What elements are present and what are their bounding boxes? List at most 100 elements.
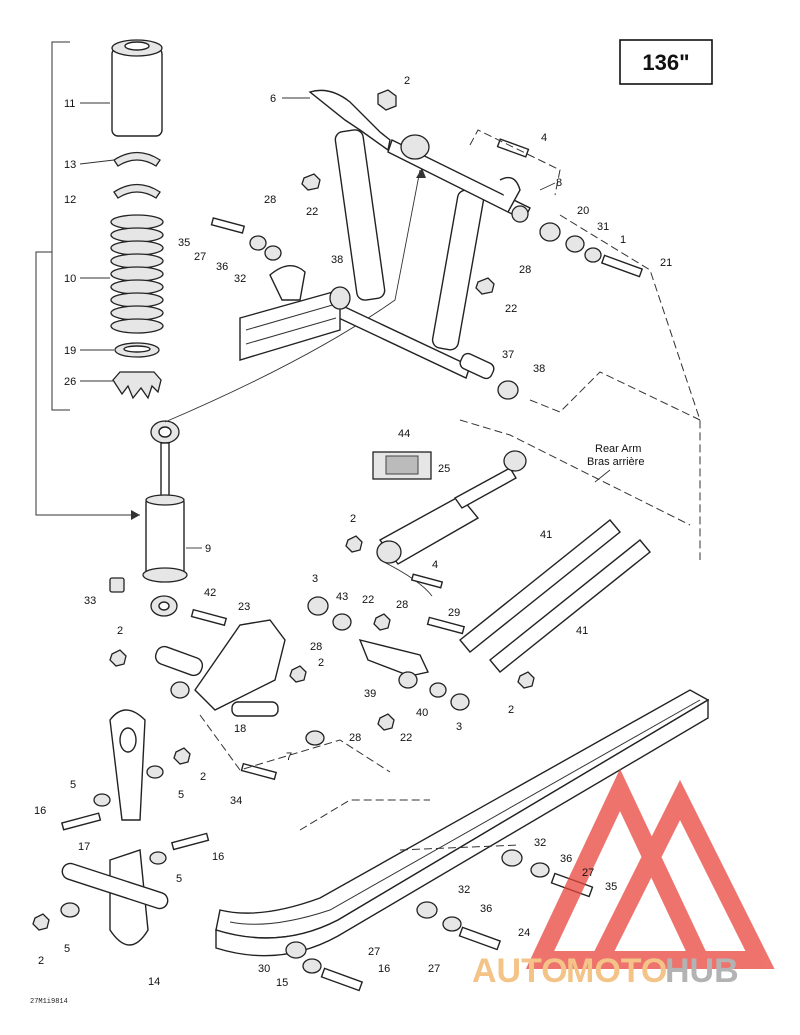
- callout-28-d: 28: [349, 732, 361, 744]
- rear-arm-label-en: Rear Arm: [595, 443, 641, 455]
- callout-41-a: 41: [540, 529, 552, 541]
- callout-2-top: 2: [404, 75, 410, 87]
- shock-mount-part: [109, 608, 391, 781]
- callout-38-a: 38: [331, 254, 343, 266]
- callout-37: 37: [502, 349, 514, 361]
- bushing-33-part: [109, 577, 125, 593]
- callout-2-a: 2: [117, 625, 123, 637]
- callout-9: 9: [205, 543, 211, 555]
- callout-20: 20: [577, 205, 589, 217]
- callout-4-mid: 4: [432, 559, 438, 571]
- callout-30: 30: [258, 963, 270, 975]
- spring-bracket: [35, 41, 140, 520]
- callout-10: 10: [64, 273, 76, 285]
- callout-38-b: 38: [533, 363, 545, 375]
- rear-shock-part: [372, 450, 527, 597]
- callout-28-c: 28: [396, 599, 408, 611]
- callout-41-b: 41: [576, 625, 588, 637]
- pivot-arm-part: [307, 535, 535, 731]
- callout-36-a: 36: [560, 853, 572, 865]
- callout-29: 29: [448, 607, 460, 619]
- callout-4-top: 4: [541, 132, 547, 144]
- callout-22-mid: 22: [505, 303, 517, 315]
- callout-40: 40: [416, 707, 428, 719]
- callout-19: 19: [64, 345, 76, 357]
- callout-16-b: 16: [212, 851, 224, 863]
- callout-44: 44: [398, 428, 410, 440]
- callout-39: 39: [364, 688, 376, 700]
- model-box: 136": [619, 39, 713, 85]
- callout-5-d: 5: [64, 943, 70, 955]
- callout-35-b: 35: [605, 881, 617, 893]
- callout-5-b: 5: [178, 789, 184, 801]
- callout-25: 25: [438, 463, 450, 475]
- callout-5-a: 5: [70, 779, 76, 791]
- model-label: 136": [642, 50, 689, 75]
- automotohub-watermark: AUTO MOTO HUB: [472, 768, 775, 990]
- callout-27-top: 27: [194, 251, 206, 263]
- callout-7: 7: [286, 751, 292, 763]
- callout-28-top: 28: [264, 194, 276, 206]
- callout-31: 31: [597, 221, 609, 233]
- callout-35-top: 35: [178, 237, 190, 249]
- watermark-moto: MOTO: [566, 952, 667, 990]
- rear-arm-label: Rear Arm Bras arrière: [587, 443, 644, 483]
- callout-2-b: 2: [318, 657, 324, 669]
- watermark-auto: AUTO: [472, 952, 568, 990]
- front-arm-hardware: [210, 89, 644, 400]
- callout-12: 12: [64, 194, 76, 206]
- callout-22-c: 22: [362, 594, 374, 606]
- drawing-code: 27M1i9814: [30, 998, 68, 1006]
- callout-3-b: 3: [456, 721, 462, 733]
- callout-26: 26: [64, 376, 76, 388]
- callout-32-a: 32: [534, 837, 546, 849]
- front-arm-part: [308, 89, 531, 380]
- callout-24: 24: [518, 927, 530, 939]
- slide-rail-part: [215, 689, 710, 957]
- callout-42: 42: [204, 587, 216, 599]
- callout-6: 6: [270, 93, 276, 105]
- rail-section-top: [239, 265, 341, 361]
- callout-43: 43: [336, 591, 348, 603]
- callout-27-b: 27: [428, 963, 440, 975]
- callout-32-b: 32: [458, 884, 470, 896]
- callout-28-a: 28: [310, 641, 322, 653]
- callout-32-top: 32: [234, 273, 246, 285]
- callout-36-b: 36: [480, 903, 492, 915]
- callouts: 11 13 12 10 19 26 9 33 42 23 2 2 28 18 7…: [34, 75, 672, 989]
- callout-17: 17: [78, 841, 90, 853]
- callout-11: 11: [64, 98, 75, 110]
- callout-2-right: 2: [508, 704, 514, 716]
- callout-16-c: 16: [378, 963, 390, 975]
- callout-27-a: 27: [582, 867, 594, 879]
- callout-15: 15: [276, 977, 288, 989]
- callout-22-d: 22: [400, 732, 412, 744]
- callout-14: 14: [148, 976, 160, 988]
- coil-spring-part: [110, 214, 164, 334]
- rear-arm-label-fr: Bras arrière: [587, 456, 644, 468]
- callout-27-c: 27: [368, 946, 380, 958]
- watermark-hub: HUB: [665, 952, 739, 990]
- callout-33: 33: [84, 595, 96, 607]
- callout-5-c: 5: [176, 873, 182, 885]
- callout-36-top: 36: [216, 261, 228, 273]
- callout-16-a: 16: [34, 805, 46, 817]
- callout-22-top: 22: [306, 206, 318, 218]
- spring-retainer-parts: [113, 151, 161, 199]
- callout-8: 8: [556, 177, 562, 189]
- callout-2-mid: 2: [350, 513, 356, 525]
- callout-13: 13: [64, 159, 76, 171]
- stopper-bracket-parts: [32, 709, 210, 946]
- callout-3-a: 3: [312, 573, 318, 585]
- callout-2-l1: 2: [200, 771, 206, 783]
- callout-28-mid: 28: [519, 264, 531, 276]
- callout-34: 34: [230, 795, 242, 807]
- shock-absorber-part: [142, 168, 426, 617]
- callout-1: 1: [620, 234, 626, 246]
- spring-seat-parts: [112, 342, 162, 400]
- rear-arm-links: [459, 419, 691, 673]
- callout-23: 23: [238, 601, 250, 613]
- frame-outline: [469, 129, 701, 560]
- callout-21: 21: [660, 257, 672, 269]
